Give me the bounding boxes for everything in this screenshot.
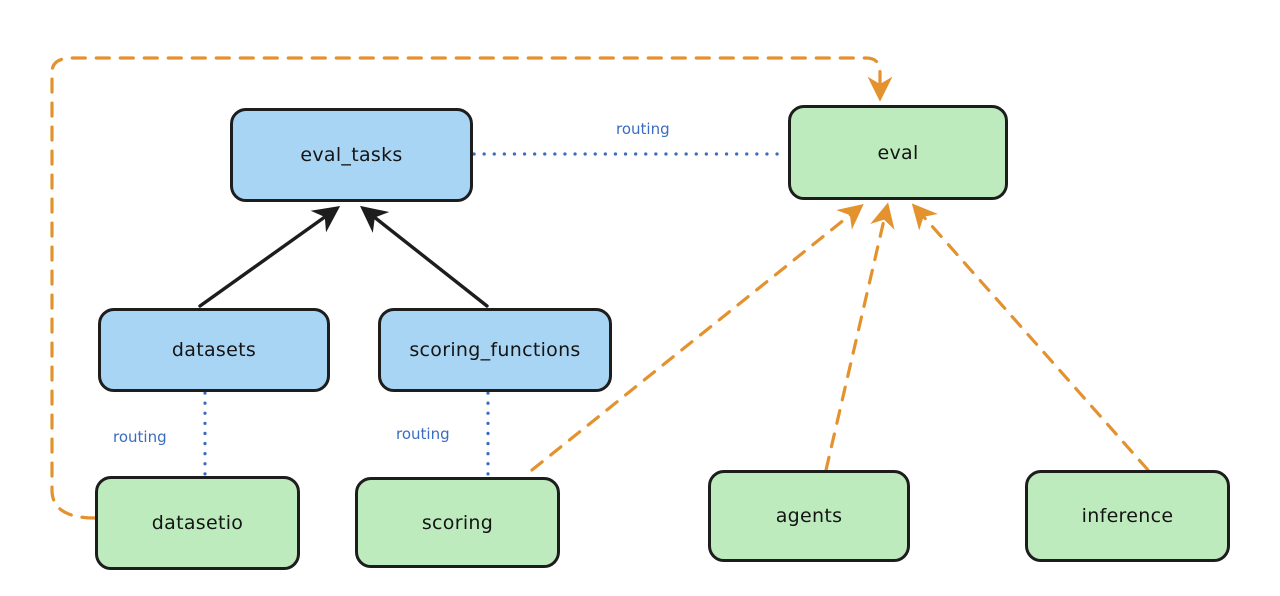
node-scoring-functions[interactable]: scoring_functions (378, 308, 612, 392)
edge-label-routing-datasets-datasetio: routing (113, 428, 167, 446)
node-label: eval_tasks (300, 144, 403, 166)
node-datasetio[interactable]: datasetio (95, 476, 300, 570)
node-label: datasets (171, 339, 257, 361)
edge-datasetio-eval (50, 56, 893, 520)
node-scoring[interactable]: scoring (355, 477, 560, 568)
edge-label-routing-scoring-functions-scoring: routing (396, 425, 450, 443)
node-agents[interactable]: agents (708, 470, 910, 562)
edge-inference-eval (911, 203, 1150, 472)
node-label: scoring (421, 511, 494, 534)
node-inference[interactable]: inference (1025, 470, 1230, 562)
node-label: datasetio (151, 512, 244, 534)
node-label: agents (775, 505, 843, 527)
node-label: inference (1081, 505, 1174, 527)
node-eval[interactable]: eval (788, 105, 1008, 200)
edge-label-routing-eval-tasks-eval: routing (616, 120, 670, 138)
node-datasets[interactable]: datasets (98, 308, 330, 392)
node-eval-tasks[interactable]: eval_tasks (230, 108, 473, 202)
edge-scoring-eval (530, 203, 864, 472)
node-label: scoring_functions (409, 339, 581, 361)
edge-agents-eval (824, 202, 895, 472)
node-label: eval (877, 141, 919, 164)
edge-scoring_functions-eval_tasks (359, 205, 489, 308)
edge-datasets-eval_tasks (198, 206, 341, 308)
